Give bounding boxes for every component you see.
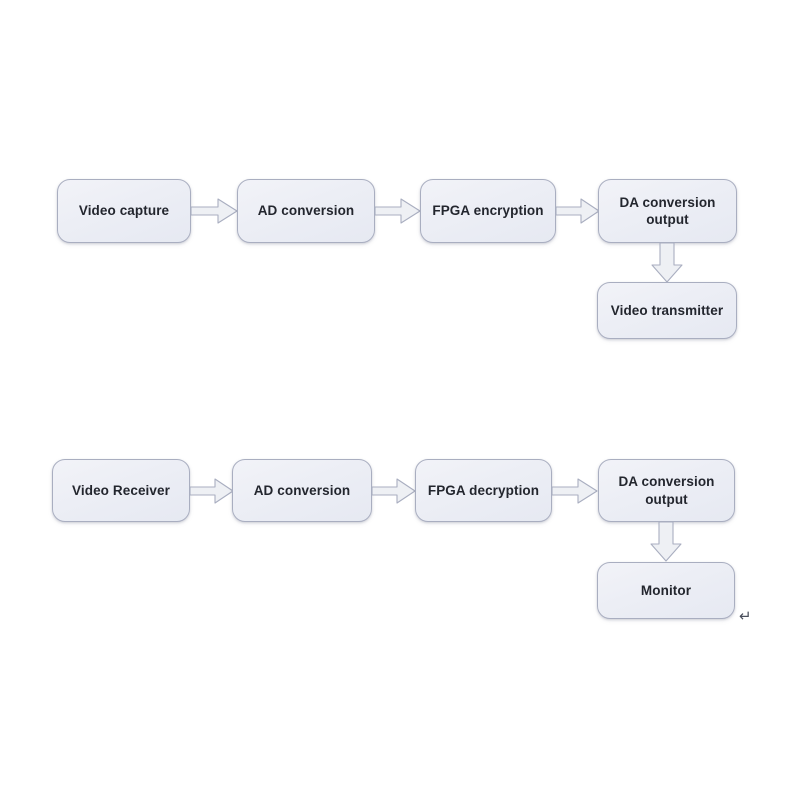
node-label: FPGA decryption [427,482,540,498]
paragraph-return-mark: ↵ [739,607,752,625]
arrow-da-to-transmitter [650,242,684,283]
node-fpga-encryption[interactable]: FPGA encryption [420,179,556,243]
node-label: Video capture [78,203,170,219]
arrow-da-to-monitor [649,521,683,562]
node-label: Video Receiver [72,482,170,498]
node-fpga-decryption[interactable]: FPGA decryption [415,459,552,522]
node-da-conversion-output-tx[interactable]: DA conversion output [598,179,737,243]
arrow-fpga-enc-to-da [555,197,600,225]
node-label: AD conversion [257,203,355,219]
arrow-capture-to-ad [190,197,238,225]
node-da-conversion-output-rx[interactable]: DA conversion output [598,459,735,522]
node-ad-conversion-tx[interactable]: AD conversion [237,179,375,243]
arrow-receiver-to-ad [189,477,234,505]
node-label: DA conversion output [618,474,715,507]
node-video-capture[interactable]: Video capture [57,179,191,243]
node-label: Monitor [640,582,692,598]
node-video-receiver[interactable]: Video Receiver [52,459,190,522]
arrow-ad-to-fpga-dec [371,477,416,505]
arrow-fpga-dec-to-da [551,477,598,505]
node-label: AD conversion [253,482,351,498]
node-video-transmitter[interactable]: Video transmitter [597,282,737,339]
arrow-ad-to-fpga-enc [374,197,421,225]
node-ad-conversion-rx[interactable]: AD conversion [232,459,372,522]
node-label: FPGA encryption [432,203,544,219]
node-label: DA conversion output [619,194,716,227]
node-label: Video transmitter [610,302,724,318]
node-monitor[interactable]: Monitor [597,562,735,619]
